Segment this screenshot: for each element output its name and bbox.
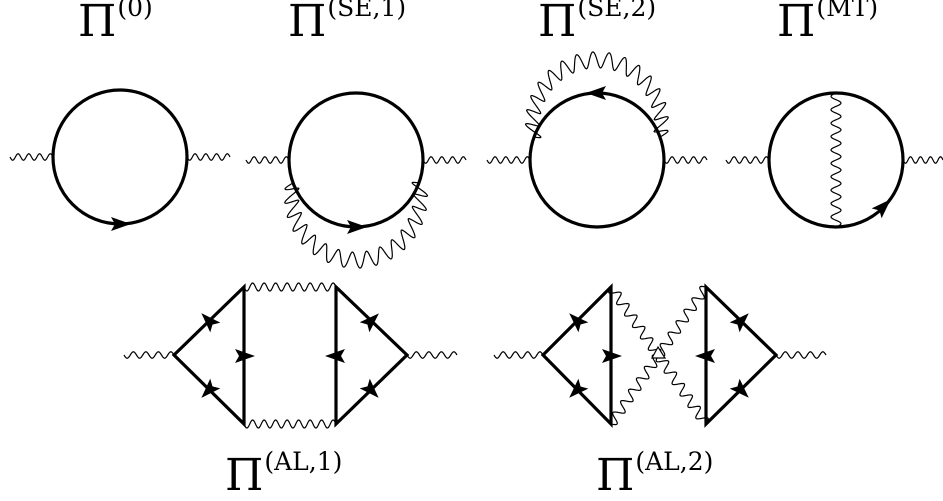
- fermion-loop: [287, 91, 425, 229]
- fermion-arrow: [347, 220, 367, 234]
- photon-line: [902, 156, 943, 164]
- fluctuation-propagator-top: [243, 282, 337, 292]
- photon-line: [422, 156, 467, 164]
- diagram-pi-al1: [123, 282, 458, 429]
- photon-line: [493, 351, 544, 359]
- fermion-triangle-right: [704, 283, 779, 428]
- label-symbol: Π: [288, 0, 327, 47]
- vertex-photon: [830, 92, 842, 228]
- label-pi-al2: Π(AL,2): [596, 449, 713, 498]
- photon-line: [9, 153, 54, 161]
- fermion-arrow: [569, 378, 589, 398]
- fermion-arrow: [602, 349, 622, 363]
- label-superscript: (AL,1): [264, 447, 343, 476]
- fermion-arrow: [586, 86, 606, 100]
- fermion-arrow: [201, 313, 221, 333]
- fermion-loop: [528, 91, 666, 229]
- label-symbol: Π: [78, 0, 117, 47]
- fermion-arrow: [359, 313, 379, 333]
- label-superscript: (SE,2): [577, 0, 657, 22]
- fermion-arrow: [359, 378, 379, 398]
- self-energy-photon: [284, 181, 429, 269]
- label-superscript: (MT): [816, 0, 879, 22]
- fermion-arrow: [201, 378, 221, 398]
- fermion-triangle-left: [171, 283, 246, 428]
- label-symbol: Π: [225, 450, 264, 501]
- photon-line: [245, 156, 290, 164]
- fermion-arrow: [569, 313, 589, 333]
- fermion-arrow: [695, 349, 715, 363]
- label-pi-al1: Π(AL,1): [225, 449, 342, 498]
- diagram-pi-mt: [725, 91, 943, 229]
- photon-line: [186, 153, 231, 161]
- label-symbol: Π: [538, 0, 577, 47]
- fermion-loop: [51, 88, 189, 226]
- label-pi-se1: Π(SE,1): [288, 0, 406, 44]
- photon-line: [725, 156, 770, 164]
- fermion-arrow: [325, 349, 345, 363]
- label-pi-se2: Π(SE,2): [538, 0, 656, 44]
- diagram-pi-se2: [486, 51, 708, 229]
- photon-line: [775, 351, 827, 359]
- label-symbol: Π: [777, 0, 816, 47]
- label-pi-mt: Π(MT): [777, 0, 878, 44]
- diagram-pi0: [9, 88, 231, 231]
- fermion-triangle-left: [540, 283, 613, 428]
- fermion-arrow: [235, 349, 255, 363]
- label-pi0: Π(0): [78, 0, 153, 44]
- diagram-pi-se1: [245, 91, 467, 269]
- label-superscript: (AL,2): [635, 447, 714, 476]
- fermion-arrow: [729, 378, 749, 398]
- self-energy-photon: [524, 51, 669, 139]
- photon-line: [663, 156, 708, 164]
- label-superscript: (0): [117, 0, 153, 22]
- photon-line: [123, 351, 175, 359]
- fermion-arrow: [729, 313, 749, 333]
- crossing-marker: [650, 345, 667, 359]
- fluctuation-propagator-bottom: [243, 419, 337, 429]
- photon-line: [406, 351, 458, 359]
- fermion-triangle-right: [334, 283, 410, 428]
- diagram-pi-al2: [493, 283, 827, 428]
- label-symbol: Π: [596, 450, 635, 501]
- photon-line: [486, 156, 531, 164]
- fermion-arrow: [871, 199, 891, 219]
- fermion-arrow: [111, 217, 131, 231]
- label-superscript: (SE,1): [327, 0, 407, 22]
